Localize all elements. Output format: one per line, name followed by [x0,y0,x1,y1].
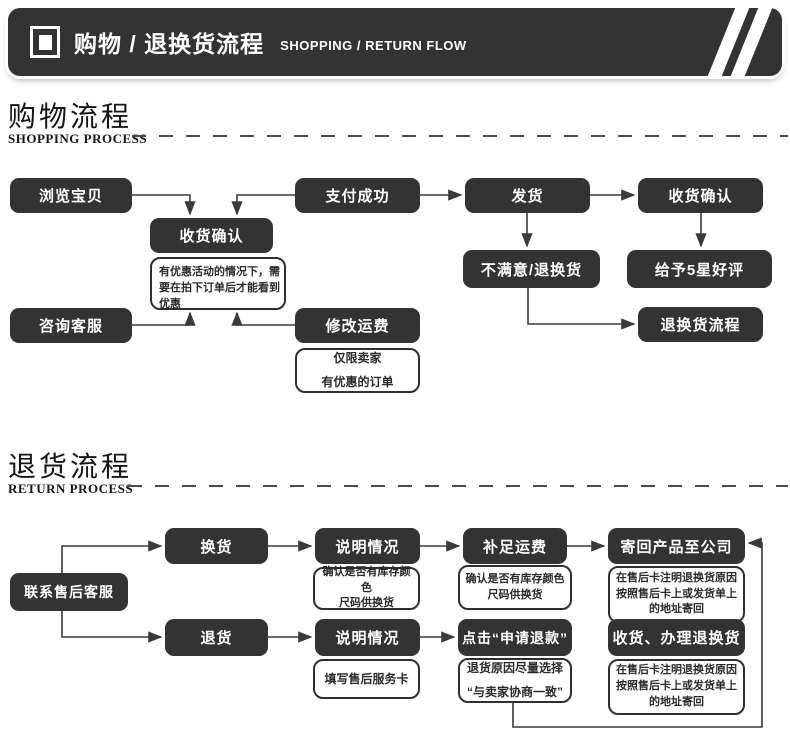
node-unsatisfied: 不满意/退换货 [463,250,600,288]
note-card-a: 在售后卡注明退换货原因 按照售后卡上或发货单上 的地址寄回 [608,566,745,623]
node-five-star: 给予5星好评 [627,250,772,288]
note-discount: 有优惠活动的情况下，需 要在拍下订单后才能看到 优惠 [150,257,286,310]
note-reason: 退货原因尽量选择 “与卖家协商一致” [458,658,572,703]
node-return-flow: 退换货流程 [638,307,763,342]
note-fill-card: 填写售后服务卡 [313,659,420,699]
node-exchange: 换货 [165,528,268,564]
section-title-zh: 购物流程 [8,101,133,132]
section-title-zh: 退货流程 [8,451,133,482]
note-stock-a: 确认是否有库存颜色 尺码供换货 [313,566,420,610]
node-click-refund: 点击“申请退款” [458,619,572,656]
node-confirm-receipt-mid: 收货确认 [150,218,273,253]
node-contact-service: 咨询客服 [10,308,132,343]
section-title-en: RETURN PROCESS [8,481,134,497]
node-pay-success: 支付成功 [295,178,420,213]
node-pay-freight: 补足运费 [463,528,567,564]
dashed-divider [132,135,788,137]
header-title-zh: 购物 / 退换货流程 [74,31,265,57]
section-title-return: 退货流程 RETURN PROCESS [8,452,133,497]
note-stock-b: 确认是否有库存颜色 尺码供换货 [458,565,572,610]
node-refund: 退货 [165,619,268,656]
note-seller-only: 仅限卖家 有优惠的订单 [295,348,420,393]
dashed-divider [128,485,788,487]
node-receive-process: 收货、办理退换货 [608,619,745,656]
node-explain-b: 说明情况 [315,619,420,656]
header-title-en: SHOPPING / RETURN FLOW [280,38,467,53]
node-modify-shipping: 修改运费 [295,308,420,343]
node-browse: 浏览宝贝 [10,178,132,213]
section-title-shopping: 购物流程 SHOPPING PROCESS [8,102,147,147]
node-ship: 发货 [465,178,590,213]
node-send-back: 寄回产品至公司 [608,528,745,564]
node-confirm-receipt: 收货确认 [638,178,763,213]
note-card-b: 在售后卡注明退换货原因 按照售后卡上或发货单上 的地址寄回 [608,659,745,715]
square-badge-icon [30,26,60,58]
header-banner: 购物 / 退换货流程 SHOPPING / RETURN FLOW [8,8,782,76]
node-contact-after-sales: 联系售后客服 [10,573,128,611]
section-title-en: SHOPPING PROCESS [8,131,148,147]
node-explain-a: 说明情况 [315,528,420,564]
